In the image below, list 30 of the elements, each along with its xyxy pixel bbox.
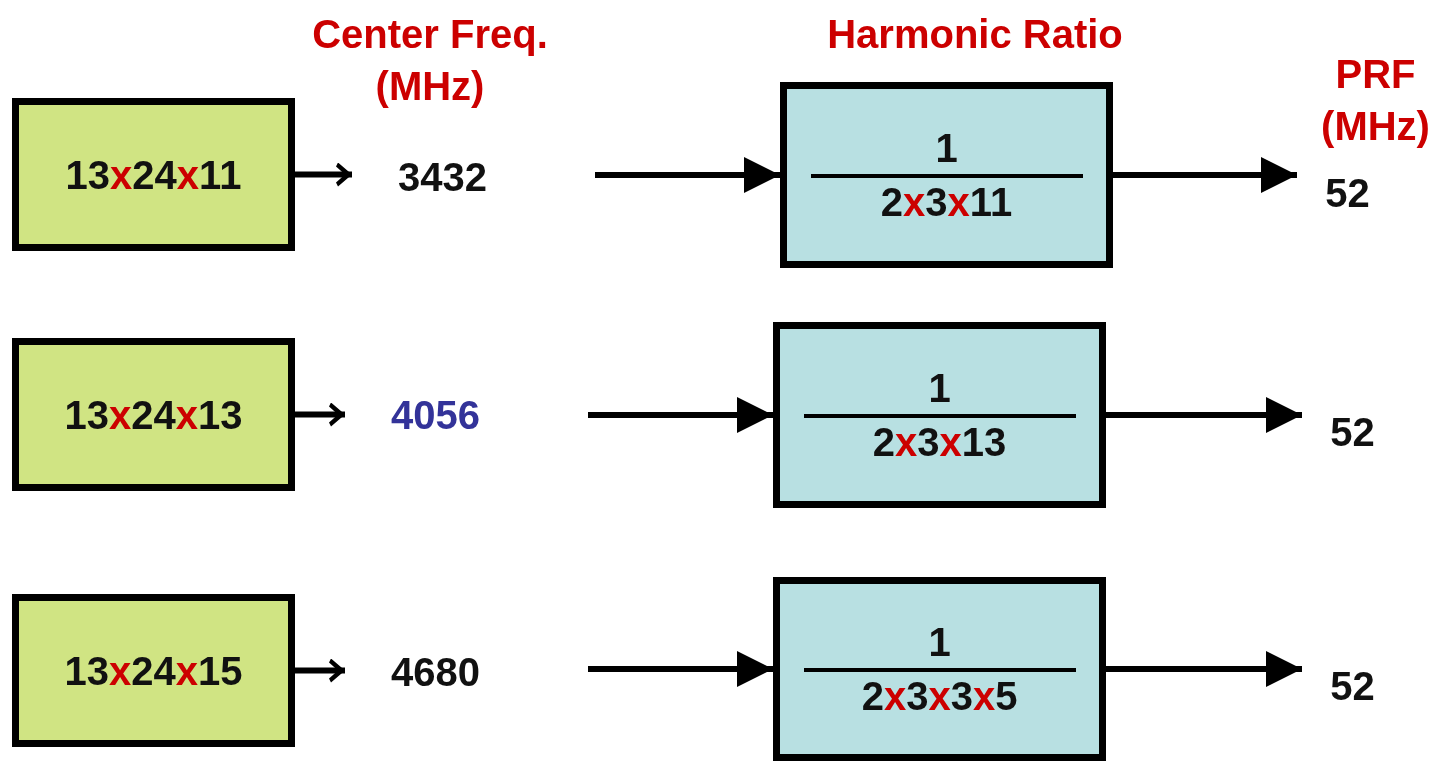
column-heading: PRF (MHz): [1320, 51, 1431, 150]
product-text: 13x24x15: [64, 648, 243, 693]
arrow: [1106, 397, 1302, 433]
arrow: [588, 397, 773, 433]
product-text: 13x24x13: [64, 392, 243, 437]
product-box: [12, 98, 295, 251]
denominator: 2x3x11: [880, 180, 1013, 224]
frequency-value: 52: [1300, 168, 1395, 218]
denominator: 2x3x3x5: [861, 674, 1018, 718]
numerator: 1: [928, 366, 951, 410]
arrow: [1106, 651, 1302, 687]
arrow: [588, 651, 773, 687]
frequency-value: 52: [1305, 407, 1400, 457]
denominator: 2x3x13: [872, 420, 1007, 464]
frequency-value: 4056: [373, 390, 498, 440]
numerator: 1: [928, 620, 951, 664]
column-heading: Center Freq. (MHz): [311, 11, 549, 110]
ratio-box: [773, 322, 1106, 508]
frequency-value: 52: [1305, 661, 1400, 711]
frequency-value: 3432: [380, 152, 505, 202]
product-text: 13x24x11: [65, 152, 242, 197]
arrow: [1113, 157, 1297, 193]
product-box: [12, 338, 295, 491]
column-heading: Harmonic Ratio: [826, 11, 1124, 58]
ratio-box: [780, 82, 1113, 268]
arrow: [595, 157, 780, 193]
frequency-value: 4680: [373, 647, 498, 697]
numerator: 1: [935, 126, 958, 170]
ratio-box: [773, 577, 1106, 761]
product-box: [12, 594, 295, 747]
